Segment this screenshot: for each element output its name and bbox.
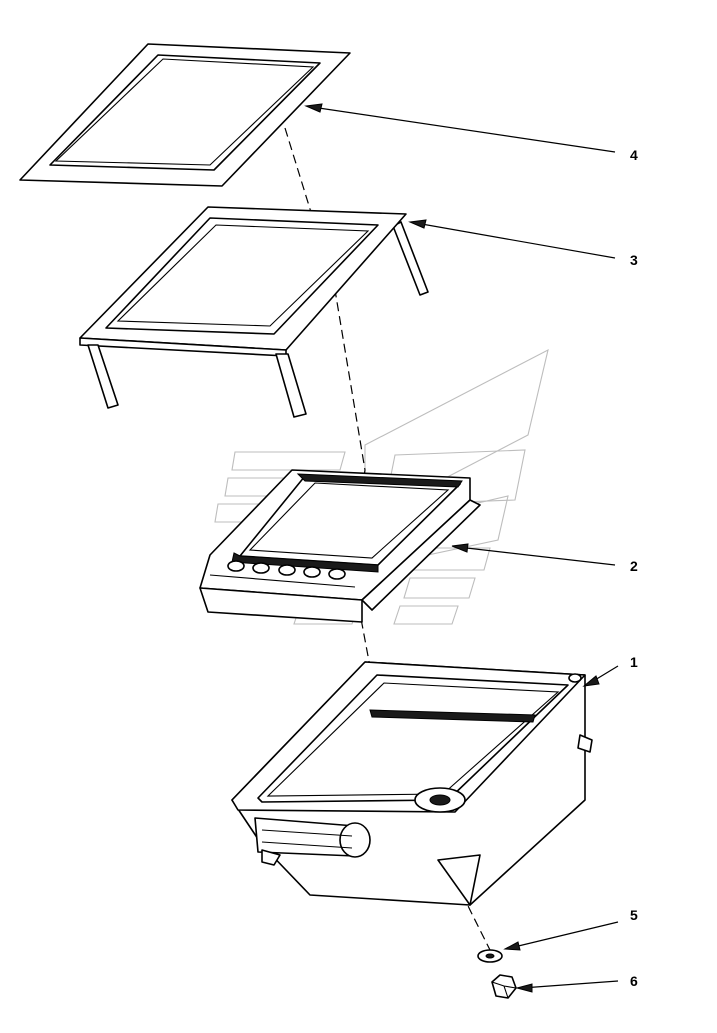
callout-label-2: 2 — [630, 558, 638, 574]
leader-line-3 — [415, 222, 616, 259]
arrowhead-4-icon — [304, 103, 323, 113]
leader-line-2 — [457, 546, 616, 566]
leader-lines — [304, 103, 619, 993]
leader-line-5 — [509, 921, 619, 949]
button-1-icon — [227, 560, 245, 572]
housing-part — [231, 661, 593, 906]
washer-part — [477, 949, 503, 963]
gasket-part — [19, 43, 351, 187]
arrowhead-5-icon — [503, 941, 521, 951]
nut-part — [491, 974, 517, 999]
arrowhead-1-icon — [582, 675, 600, 687]
button-4-icon — [303, 566, 321, 578]
leader-line-4 — [311, 106, 616, 153]
button-5-icon — [328, 568, 346, 580]
callout-label-6: 6 — [630, 973, 638, 989]
arrowhead-3-icon — [408, 219, 427, 229]
callout-label-1: 1 — [630, 654, 638, 670]
display-module-part — [199, 469, 481, 623]
button-2-icon — [252, 562, 270, 574]
callout-label-5: 5 — [630, 907, 638, 923]
callout-label-3: 3 — [630, 252, 638, 268]
arrowhead-6-icon — [515, 983, 533, 993]
frame-part — [79, 206, 429, 418]
leader-line-6 — [521, 980, 619, 989]
callout-label-4: 4 — [630, 147, 638, 163]
arrowhead-2-icon — [451, 543, 469, 553]
button-3-icon — [278, 564, 296, 576]
